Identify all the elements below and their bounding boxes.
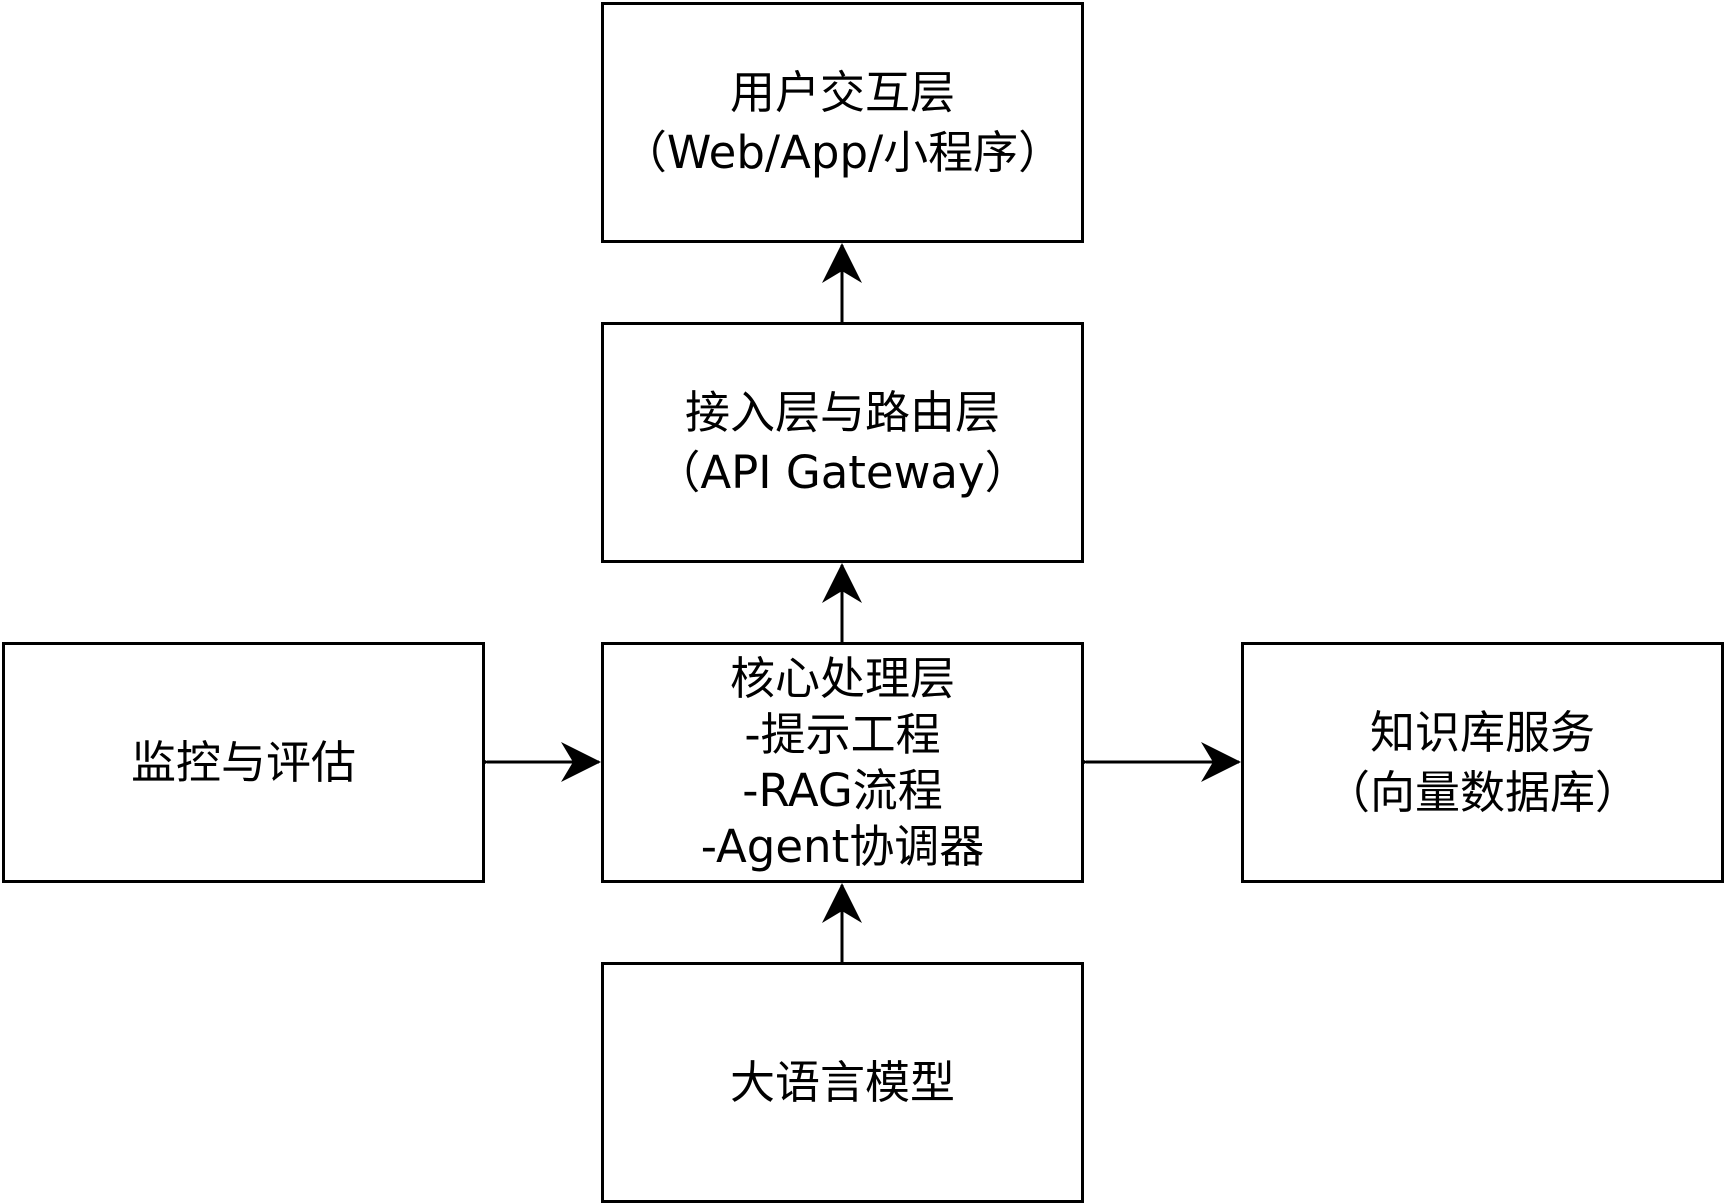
gateway-routing-layer-title: 接入层与路由层 [684, 385, 1000, 439]
gateway-routing-layer-box: 接入层与路由层 （API Gateway） [601, 322, 1084, 563]
user-interaction-layer-title: 用户交互层 [729, 65, 955, 119]
knowledge-base-service-subtitle: （向量数据库） [1324, 765, 1640, 819]
knowledge-base-service-box: 知识库服务 （向量数据库） [1241, 642, 1724, 883]
large-language-model-box: 大语言模型 [601, 962, 1084, 1203]
large-language-model-title: 大语言模型 [729, 1055, 955, 1109]
core-processing-layer-box: 核心处理层 -提示工程 -RAG流程 -Agent协调器 [601, 642, 1084, 883]
large-language-model-label: 大语言模型 [730, 1053, 955, 1113]
monitoring-evaluation-box: 监控与评估 [2, 642, 485, 883]
user-interaction-layer-label: 用户交互层 （Web/App/小程序） [622, 63, 1063, 183]
core-processing-layer-label: 核心处理层 -提示工程 -RAG流程 -Agent协调器 [701, 651, 984, 875]
monitoring-evaluation-title: 监控与评估 [130, 735, 356, 789]
core-item-agent-coordinator: -Agent协调器 [700, 819, 985, 873]
gateway-routing-layer-subtitle: （API Gateway） [655, 445, 1030, 499]
knowledge-base-service-label: 知识库服务 （向量数据库） [1325, 703, 1640, 823]
user-interaction-layer-subtitle: （Web/App/小程序） [621, 125, 1064, 179]
user-interaction-layer-box: 用户交互层 （Web/App/小程序） [601, 2, 1084, 243]
monitoring-evaluation-label: 监控与评估 [131, 733, 356, 793]
core-item-prompt-engineering: -提示工程 [744, 707, 941, 761]
core-processing-layer-title: 核心处理层 [729, 651, 955, 705]
knowledge-base-service-title: 知识库服务 [1369, 705, 1595, 759]
core-item-rag-pipeline: -RAG流程 [742, 763, 943, 817]
gateway-routing-layer-label: 接入层与路由层 （API Gateway） [655, 383, 1029, 503]
